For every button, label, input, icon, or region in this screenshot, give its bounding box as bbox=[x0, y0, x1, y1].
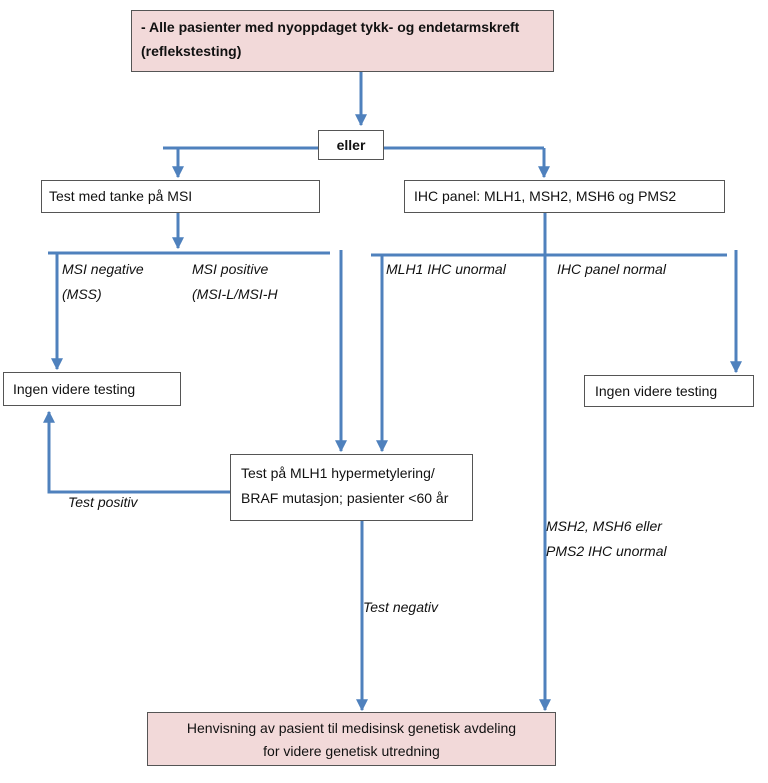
label-msi-negative-line2: (MSS) bbox=[62, 286, 102, 302]
node-ingen-videre-left: Ingen videre testing bbox=[3, 372, 181, 406]
label-msh2-msh6-pms2-line1: MSH2, MSH6 eller bbox=[546, 518, 662, 534]
node-all-patients: - Alle pasienter med nyoppdaget tykk- og… bbox=[131, 10, 554, 72]
node-msi-test-label: Test med tanke på MSI bbox=[49, 188, 193, 204]
label-msh2-msh6-pms2: MSH2, MSH6 eller PMS2 IHC unormal bbox=[546, 516, 667, 561]
label-mlh1-ihc-unormal-text: MLH1 IHC unormal bbox=[386, 261, 506, 277]
node-ingen-videre-right-label: Ingen videre testing bbox=[595, 383, 718, 399]
label-ihc-panel-normal-text: IHC panel normal bbox=[557, 261, 666, 277]
node-all-patients-line2: (reflekstesting) bbox=[141, 43, 242, 59]
node-eller: eller bbox=[318, 130, 384, 160]
node-henvisning: Henvisning av pasient til medisinsk gene… bbox=[147, 712, 556, 766]
arrow-test-positiv bbox=[43, 410, 230, 494]
node-ingen-videre-left-label: Ingen videre testing bbox=[13, 381, 136, 397]
node-henvisning-line1: Henvisning av pasient til medisinsk gene… bbox=[186, 720, 517, 736]
node-eller-label: eller bbox=[336, 137, 366, 153]
label-test-positiv: Test positiv bbox=[68, 492, 138, 512]
node-mlh1-test: Test på MLH1 hypermetylering/ BRAF mutas… bbox=[230, 454, 473, 521]
node-all-patients-line1: - Alle pasienter med nyoppdaget tykk- og… bbox=[141, 19, 520, 35]
node-henvisning-line2: for videre genetisk utredning bbox=[263, 743, 440, 759]
node-msi-test: Test med tanke på MSI bbox=[41, 180, 320, 213]
node-ingen-videre-right: Ingen videre testing bbox=[584, 375, 754, 407]
label-msi-negative-line1: MSI negative bbox=[62, 261, 144, 277]
label-test-positiv-text: Test positiv bbox=[68, 494, 138, 510]
label-mlh1-ihc-unormal: MLH1 IHC unormal bbox=[386, 259, 506, 279]
label-test-negativ: Test negativ bbox=[363, 597, 438, 617]
node-mlh1-test-line1: Test på MLH1 hypermetylering/ bbox=[241, 465, 435, 481]
node-ihc-panel-label: IHC panel: MLH1, MSH2, MSH6 og PMS2 bbox=[414, 188, 677, 204]
label-test-negativ-text: Test negativ bbox=[363, 599, 438, 615]
label-ihc-panel-normal: IHC panel normal bbox=[557, 259, 666, 279]
label-msh2-msh6-pms2-line2: PMS2 IHC unormal bbox=[546, 543, 667, 559]
node-mlh1-test-line2: BRAF mutasjon; pasienter <60 år bbox=[241, 490, 449, 506]
label-msi-positive-line2: (MSI-L/MSI-H bbox=[192, 286, 278, 302]
node-ihc-panel: IHC panel: MLH1, MSH2, MSH6 og PMS2 bbox=[404, 180, 725, 213]
label-msi-positive-line1: MSI positive bbox=[192, 261, 269, 277]
label-msi-negative: MSI negative (MSS) bbox=[62, 259, 144, 304]
label-msi-positive: MSI positive (MSI-L/MSI-H bbox=[192, 259, 278, 304]
